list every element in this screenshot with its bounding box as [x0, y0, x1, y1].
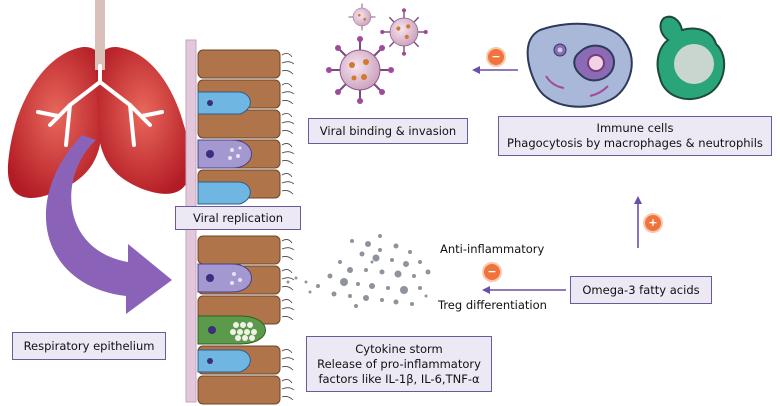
cytokine-storm-label: Cytokine storm Release of pro-inflammato… [306, 336, 492, 392]
omega3-label: Omega-3 fatty acids [570, 276, 712, 304]
infected-cell [197, 139, 252, 169]
cytokine-particles [286, 234, 431, 308]
promote-badge: + [645, 215, 661, 231]
lung-to-epithelium-arrow [45, 135, 172, 314]
lungs-illustration [7, 0, 191, 198]
viral-binding-label: Viral binding & invasion [308, 118, 468, 144]
arrows [472, 66, 642, 294]
epithelial-cells [197, 49, 295, 405]
trachea [95, 0, 105, 70]
anti-inflammatory-text: Anti-inflammatory [440, 242, 545, 256]
neutrophil [656, 15, 725, 101]
inhibit-badge-top: − [488, 49, 504, 65]
treg-text: Treg differentiation [438, 298, 547, 312]
infected-cell [197, 263, 252, 293]
bronchi [36, 64, 164, 147]
respiratory-epithelium-label: Respiratory epithelium [12, 332, 166, 360]
inhibit-badge-mid: − [484, 264, 500, 280]
immune-cells-label: Immune cells Phagocytosis by macrophages… [498, 116, 772, 156]
virus-particles [326, 3, 428, 104]
viral-replication-label: Viral replication [175, 206, 301, 230]
macrophage [526, 22, 633, 108]
